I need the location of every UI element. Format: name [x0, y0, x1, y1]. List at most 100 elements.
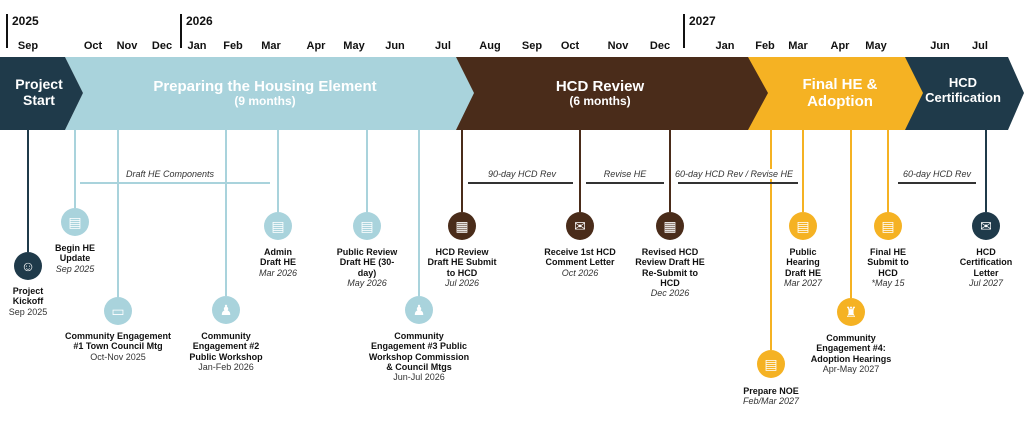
connector-line — [850, 130, 852, 298]
milestone-title: Receive 1st HCD Comment Letter — [544, 247, 616, 268]
connector-line — [225, 130, 227, 296]
span-line-rev2 — [678, 182, 798, 184]
connector-line — [461, 130, 463, 212]
milestone-title: HCD Certification Letter — [959, 247, 1013, 278]
phase-hcd: HCD Review (6 months) — [520, 78, 680, 109]
connector-line — [579, 130, 581, 212]
milestone-begin: Begin HE Update Sep 2025 — [50, 243, 100, 274]
year-label: 2025 — [12, 14, 39, 28]
month-label: May — [865, 40, 887, 52]
month-label: Aug — [479, 40, 501, 52]
milestone-date: Sep 2025 — [8, 306, 48, 317]
month-label: Dec — [649, 40, 671, 52]
milestone-title: Community Engagement #4: Adoption Hearin… — [810, 333, 892, 364]
milestone-submit1: HCD Review Draft HE Submit to HCD Jul 20… — [427, 247, 497, 288]
month-label: Dec — [151, 40, 173, 52]
month-label: Oct — [560, 40, 580, 52]
milestone-date: Feb/Mar 2027 — [742, 396, 800, 407]
month-label: Jul — [972, 40, 988, 52]
span-label-draft: Draft HE Components — [122, 169, 218, 179]
month-label: Jul — [435, 40, 451, 52]
building-icon: ♜ — [837, 298, 865, 326]
span-label-rev3: 60-day HCD Rev — [899, 169, 975, 179]
milestone-ce3: Community Engagement #3 Public Workshop … — [367, 331, 472, 383]
month-label: Jun — [930, 40, 950, 52]
milestone-noe: Prepare NOE Feb/Mar 2027 — [741, 386, 801, 407]
month-label: Sep — [521, 40, 543, 52]
milestone-title: Begin HE Update — [54, 243, 95, 264]
connector-line — [770, 130, 772, 350]
year-divider — [683, 14, 685, 48]
span-label-revise: Revise HE — [600, 169, 650, 179]
connector-line — [27, 130, 29, 252]
milestone-date: Oct 2026 — [561, 267, 599, 278]
milestone-date: Sep 2025 — [55, 263, 95, 274]
binder-icon: ▦ — [656, 212, 684, 240]
milestone-date: *May 15 — [871, 278, 905, 289]
year-divider — [180, 14, 182, 48]
phase-subtitle-prepare: (9 months) — [234, 94, 296, 109]
milestone-admin: Admin Draft HE Mar 2026 — [253, 247, 303, 278]
month-label: Nov — [116, 40, 138, 52]
milestone-ce2: Community Engagement #2 Public Workshop … — [181, 331, 271, 372]
connector-line — [74, 130, 76, 208]
connector-line — [117, 130, 119, 298]
milestone-kickoff: Project Kickoff Sep 2025 — [0, 286, 58, 317]
phase-arrow-prepare — [65, 57, 474, 130]
span-label-rev1: 90-day HCD Rev — [484, 169, 560, 179]
document-icon: ▤ — [874, 212, 902, 240]
year-label: 2026 — [186, 14, 213, 28]
certificate-icon: ✉ — [972, 212, 1000, 240]
milestone-ce4: Community Engagement #4: Adoption Hearin… — [806, 333, 896, 374]
span-line-draft — [80, 182, 270, 184]
connector-line — [366, 130, 368, 212]
month-label: Sep — [17, 40, 39, 52]
document-icon: ▤ — [61, 208, 89, 236]
document-icon: ▤ — [353, 212, 381, 240]
phase-subtitle-hcd: (6 months) — [569, 94, 631, 109]
phase-title-final: Final HE & Adoption — [802, 76, 878, 111]
milestone-date: Dec 2026 — [650, 288, 690, 299]
month-label: Apr — [306, 40, 326, 52]
milestone-date: Oct-Nov 2025 — [90, 351, 146, 362]
milestone-title: Public Hearing Draft HE — [784, 247, 821, 278]
connector-line — [669, 130, 671, 212]
span-line-rev1 — [468, 182, 573, 184]
milestone-title: Admin Draft HE — [259, 247, 296, 268]
phase-title-hcd: HCD Review — [555, 78, 645, 95]
milestone-resubmit: Revised HCD Review Draft HE Re-Submit to… — [634, 247, 706, 299]
milestone-title: Community Engagement #1 Town Council Mtg — [64, 331, 171, 352]
connector-line — [985, 130, 987, 212]
month-label: Feb — [223, 40, 243, 52]
milestone-date: Jun-Jul 2026 — [393, 372, 445, 383]
span-line-revise — [586, 182, 664, 184]
milestone-title: Community Engagement #2 Public Workshop — [189, 331, 263, 362]
phase-arrow-start — [0, 57, 83, 130]
phase-prepare: Preparing the Housing Element (9 months) — [110, 78, 420, 109]
milestone-letter: Receive 1st HCD Comment Letter Oct 2026 — [540, 247, 620, 278]
span-label-rev2: 60-day HCD Rev / Revise HE — [671, 169, 797, 179]
document-icon: ▤ — [264, 212, 292, 240]
milestone-hearing: Public Hearing Draft HE Mar 2027 — [778, 247, 828, 288]
month-label: Jan — [715, 40, 735, 52]
phase-title-start: Project Start — [15, 76, 63, 109]
milestone-date: Jul 2026 — [444, 278, 480, 289]
envelope-icon: ✉ — [566, 212, 594, 240]
milestone-title: HCD Review Draft HE Submit to HCD — [427, 247, 497, 278]
milestone-date: Mar 2027 — [783, 278, 823, 289]
phase-arrow-hcd — [438, 57, 768, 130]
milestone-title: Prepare NOE — [743, 386, 799, 396]
milestone-pubrev: Public Review Draft HE (30-day) May 2026 — [332, 247, 402, 288]
connector-line — [887, 130, 889, 212]
month-label: Nov — [607, 40, 629, 52]
milestone-title: Project Kickoff — [12, 286, 44, 307]
phase-title-prepare: Preparing the Housing Element — [153, 78, 377, 95]
month-label: Apr — [830, 40, 850, 52]
month-label: Mar — [261, 40, 281, 52]
milestone-finalsub: Final HE Submit to HCD *May 15 — [863, 247, 913, 288]
milestone-title: Public Review Draft HE (30-day) — [336, 247, 398, 278]
phase-arrow-final — [730, 57, 923, 130]
milestone-date: Mar 2026 — [258, 267, 298, 278]
phase-arrow-cert — [888, 57, 1024, 130]
